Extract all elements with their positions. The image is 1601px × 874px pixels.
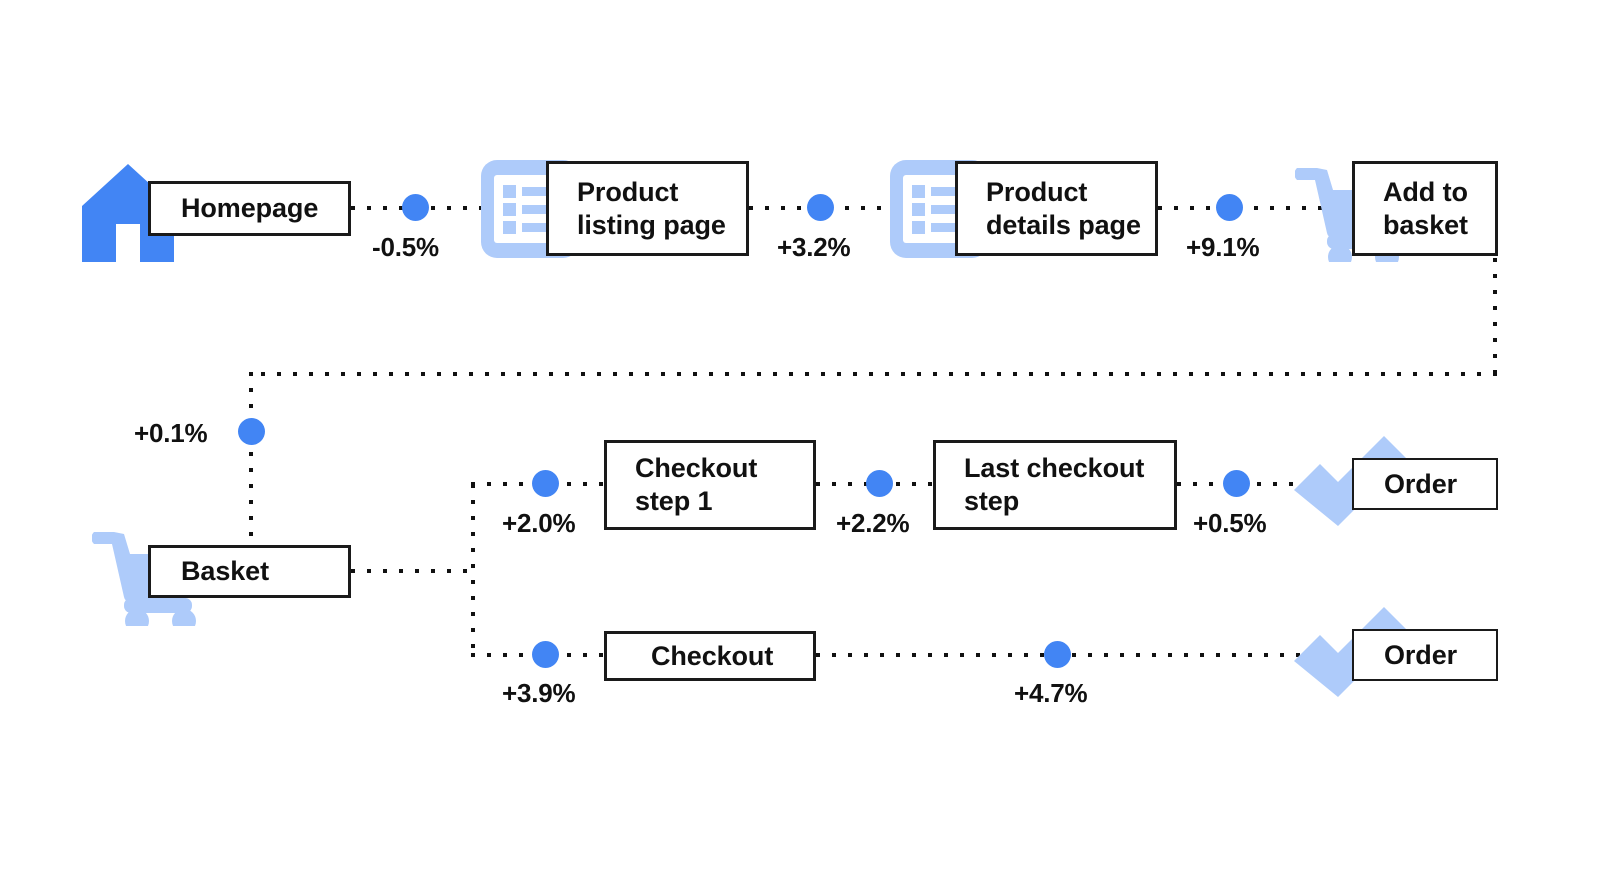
metric-label: +9.1%: [1186, 232, 1260, 262]
transition-dot: [532, 470, 559, 497]
node-label: Last checkout step: [964, 453, 1145, 516]
node-order-bottom[interactable]: Order: [1352, 629, 1498, 681]
transition-dot: [1223, 470, 1250, 497]
transition-dot: [238, 418, 265, 445]
node-product-details-page[interactable]: Product details page: [955, 161, 1158, 256]
node-label: Order: [1384, 468, 1458, 499]
node-basket[interactable]: Basket: [148, 545, 351, 598]
transition-dot: [1216, 194, 1243, 221]
transition-dot: [807, 194, 834, 221]
metric-label: +2.0%: [502, 508, 576, 538]
metric-label: +3.9%: [502, 678, 576, 708]
metric-label: -0.5%: [372, 232, 439, 262]
node-label: Homepage: [181, 193, 319, 224]
metric-label: +0.1%: [134, 418, 208, 448]
node-checkout-step-1[interactable]: Checkout step 1: [604, 440, 816, 530]
node-last-checkout-step[interactable]: Last checkout step: [933, 440, 1177, 530]
metric-label: +3.2%: [777, 232, 851, 262]
transition-dot: [1044, 641, 1071, 668]
metric-label: +2.2%: [836, 508, 910, 538]
node-label: Checkout step 1: [635, 453, 758, 516]
node-checkout[interactable]: Checkout: [604, 631, 816, 681]
node-label: Basket: [181, 556, 269, 587]
metric-label: +0.5%: [1193, 508, 1267, 538]
node-label: Product listing page: [577, 176, 726, 240]
node-label: Order: [1384, 639, 1458, 670]
transition-dot: [402, 194, 429, 221]
node-order-top[interactable]: Order: [1352, 458, 1498, 510]
node-homepage[interactable]: Homepage: [148, 181, 351, 236]
node-add-to-basket[interactable]: Add to basket: [1352, 161, 1498, 256]
transition-dot: [866, 470, 893, 497]
node-label: Product details page: [986, 176, 1141, 240]
node-product-listing-page[interactable]: Product listing page: [546, 161, 749, 256]
metric-label: +4.7%: [1014, 678, 1088, 708]
node-label: Checkout: [651, 640, 774, 671]
transition-dot: [532, 641, 559, 668]
node-label: Add to basket: [1383, 176, 1468, 240]
